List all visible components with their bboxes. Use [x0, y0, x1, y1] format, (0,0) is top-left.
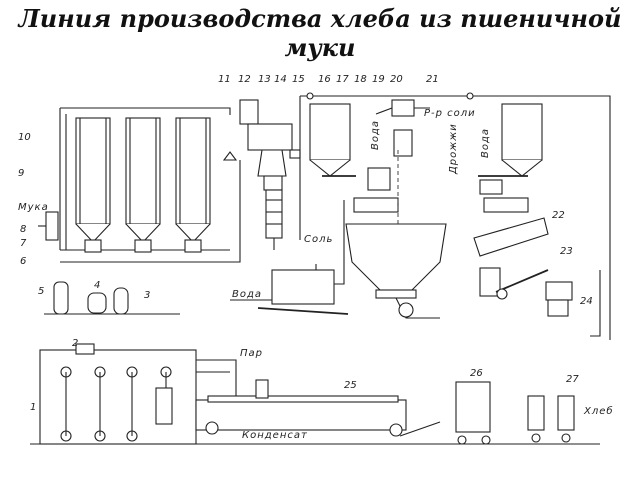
- number-6: 6: [20, 256, 26, 267]
- label-water-vertical: Вода: [370, 120, 381, 150]
- number-23: 23: [560, 246, 573, 257]
- silo-1: [75, 117, 111, 253]
- salt-tank: [230, 200, 349, 315]
- flour-intake-box: [38, 211, 59, 241]
- number-19: 19: [372, 74, 385, 85]
- bracket-right: [590, 270, 601, 337]
- number-1: 1: [30, 402, 36, 413]
- page-title: Линия производства хлеба из пшеничной му…: [0, 4, 640, 62]
- label-salt-solution: Р-р соли: [424, 108, 476, 119]
- number-24: 24: [580, 296, 593, 307]
- label-flour: Мука: [18, 202, 49, 213]
- title-line-2: муки: [284, 33, 356, 62]
- silo-2: [125, 117, 161, 253]
- silo-3: [175, 117, 211, 253]
- dosing-units: [353, 99, 529, 213]
- number-2: 2: [72, 338, 78, 349]
- number-15: 15: [292, 74, 305, 85]
- number-26: 26: [470, 368, 483, 379]
- auxiliary-tanks: [44, 281, 180, 315]
- number-11: 11: [218, 74, 231, 85]
- oven: [195, 359, 440, 445]
- number-9: 9: [18, 168, 24, 179]
- number-14: 14: [274, 74, 287, 85]
- kneading-bowl: [345, 150, 447, 319]
- number-7: 7: [20, 238, 27, 249]
- label-water-2: Вода: [480, 128, 491, 158]
- number-5: 5: [38, 286, 44, 297]
- number-25: 25: [344, 380, 357, 391]
- proofer: [30, 343, 197, 445]
- label-water: Вода: [232, 289, 262, 300]
- dough-bin-right: [478, 103, 543, 177]
- label-steam: Пар: [240, 348, 263, 359]
- number-18: 18: [354, 74, 367, 85]
- number-13: 13: [258, 74, 271, 85]
- label-condensate: Конденсат: [242, 430, 308, 441]
- number-3: 3: [144, 290, 150, 301]
- number-22: 22: [552, 210, 565, 221]
- label-yeast: Дрожжи: [448, 123, 459, 175]
- label-salt: Соль: [304, 234, 333, 245]
- number-8: 8: [20, 224, 26, 235]
- number-12: 12: [238, 74, 251, 85]
- dough-bin-16: [309, 103, 356, 177]
- number-4: 4: [94, 280, 100, 291]
- sifter-column: [222, 99, 301, 250]
- dough-divider: [473, 217, 573, 317]
- label-bread: Хлеб: [583, 405, 614, 417]
- number-27: 27: [566, 374, 579, 385]
- title-line-1: Линия производства хлеба из пшеничной: [18, 4, 622, 33]
- number-20: 20: [390, 74, 403, 85]
- number-16: 16: [318, 74, 331, 85]
- number-21: 21: [426, 74, 439, 85]
- number-10: 10: [18, 132, 31, 143]
- distribution-pipe: [299, 92, 611, 340]
- number-17: 17: [336, 74, 349, 85]
- cooling-conveyor: [399, 381, 600, 445]
